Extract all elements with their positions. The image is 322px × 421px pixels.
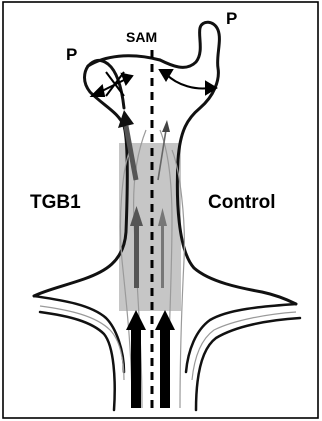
control-label: Control (208, 192, 276, 213)
tgb1-label: TGB1 (30, 192, 81, 213)
primordium-right-label: P (226, 9, 237, 28)
primordium-left-label: P (66, 45, 77, 64)
sam-label: SAM (126, 29, 157, 45)
